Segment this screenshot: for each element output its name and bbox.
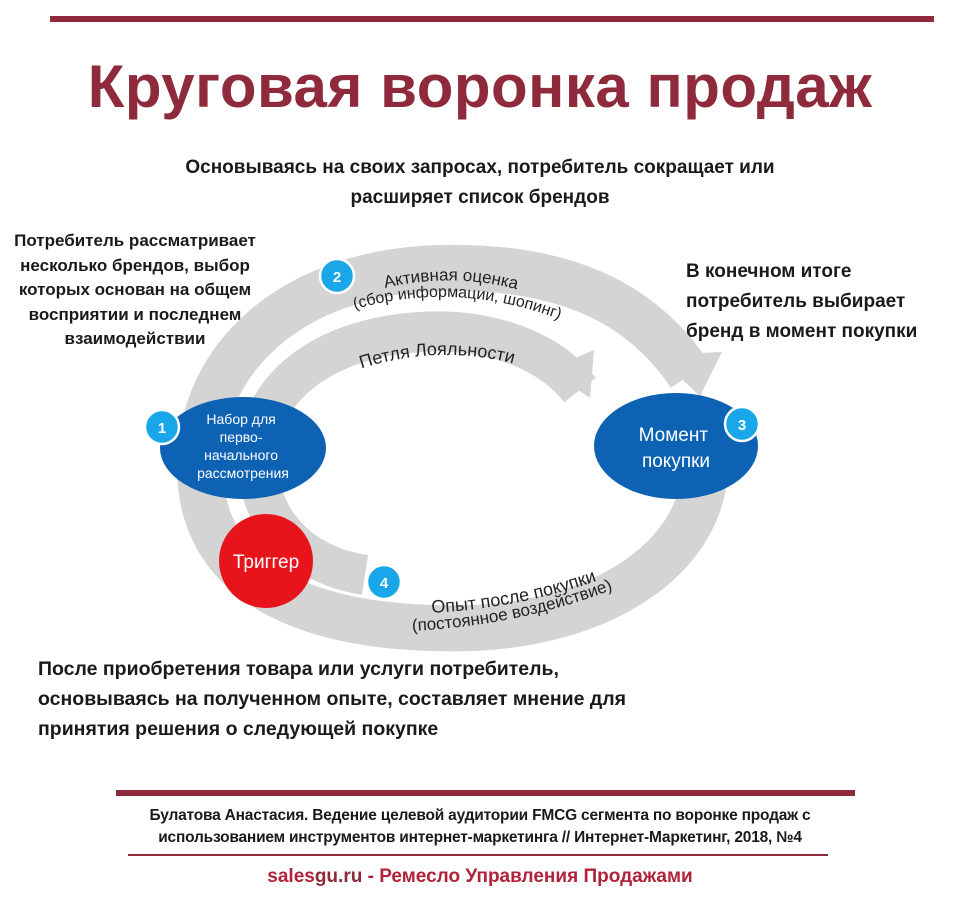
note-bottom: После приобретения товара или услуги пот… (38, 658, 627, 740)
stage-2-badge (318, 257, 356, 295)
page-title: Круговая воронка продаж (87, 53, 873, 120)
note-left: Потребитель рассматривает несколько брен… (14, 231, 256, 348)
footer-tagline: - Ремесло Управления Продажами (362, 866, 693, 887)
stage-2-number: 2 (333, 269, 341, 286)
stage-1-oval (160, 397, 326, 499)
footer-site-prefix[interactable]: sales (267, 866, 315, 887)
citation-line-2: использованием инструментов интернет-мар… (158, 829, 802, 846)
trigger-label: Триггер (233, 552, 299, 573)
citation: Булатова Анастасия. Ведение целевой ауди… (60, 805, 900, 849)
outer-ring-arrowhead (656, 352, 722, 396)
top-rule (50, 16, 934, 22)
loyalty-loop-arrowhead (548, 350, 594, 398)
stage-1-number: 1 (158, 420, 166, 437)
trigger-circle (219, 514, 313, 608)
stage-3-label: Момент покупки (639, 425, 714, 472)
footer-site-suffix[interactable]: gu.ru (314, 866, 363, 887)
footer-brand: salesgu.ru - Ремесло Управления Продажам… (0, 866, 960, 888)
stage-3-badge (723, 405, 761, 443)
stage-1-badge (143, 408, 181, 446)
stage-3-oval (594, 393, 758, 499)
note-top: Основываясь на своих запросах, потребите… (185, 157, 775, 208)
stage-4-badge (365, 563, 403, 601)
note-right: В конечном итоге потребитель выбирает бр… (686, 261, 918, 342)
citation-underline (128, 854, 828, 856)
stage-3-number: 3 (738, 417, 746, 434)
stage-4-number: 4 (380, 575, 389, 592)
citation-line-1: Булатова Анастасия. Ведение целевой ауди… (149, 807, 811, 824)
bottom-rule (116, 790, 855, 796)
stage-1-label: Набор для перво- начального рассмотрения (197, 411, 289, 481)
